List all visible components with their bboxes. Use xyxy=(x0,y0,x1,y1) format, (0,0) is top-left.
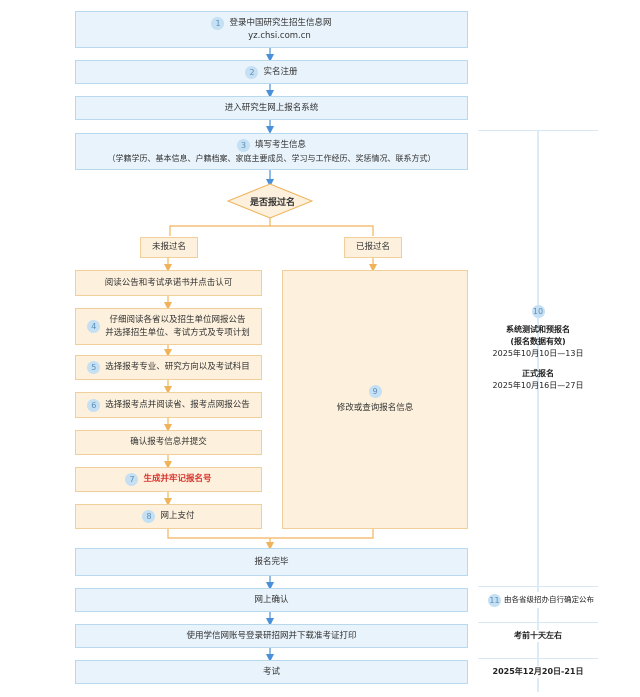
step-number: 9 xyxy=(368,384,382,398)
formal-registration-title: 正式报名 xyxy=(522,369,554,378)
step-title: 生成并牢记报名号 xyxy=(143,474,212,484)
side-divider xyxy=(478,586,598,587)
step-number: 4 xyxy=(87,320,101,333)
step-number: 1 xyxy=(211,16,225,30)
online-confirm-note: 由各省级招办自行确定公布 xyxy=(504,595,594,604)
not-registered-label: 未报过名 xyxy=(140,237,198,258)
branch-label-text: 已报过名 xyxy=(355,242,390,252)
step-online-confirm-box: 网上确认 xyxy=(75,588,468,612)
step-login-box: 1 登录中国研究生招生信息网 yz.chsi.com.cn xyxy=(75,11,468,48)
step-title: 实名注册 xyxy=(263,66,298,77)
step-select-site-box: 6 选择报考点并阅读省、报考点网报公告 xyxy=(75,392,262,418)
step-title: 修改或查询报名信息 xyxy=(336,402,414,413)
step-number: 10 xyxy=(531,305,545,318)
step-number: 5 xyxy=(87,361,101,374)
website-url: yz.chsi.com.cn xyxy=(248,30,311,41)
step-line2: 并选择招生单位、考试方式及专项计划 xyxy=(105,327,250,338)
read-notice-box: 阅读公告和考试承诺书并点击认可 xyxy=(75,270,262,296)
formal-registration-date: 2025年10月16日—27日 xyxy=(492,381,584,390)
test-registration-note: (报名数据有效) xyxy=(510,337,566,346)
registration-schedule: 10 系统测试和预报名 (报名数据有效) 2025年10月10日—13日 正式报… xyxy=(478,305,598,392)
exam-date: 2025年12月20日-21日 xyxy=(478,666,598,678)
step-title: 进入研究生网上报名系统 xyxy=(224,102,319,113)
side-divider xyxy=(478,130,598,131)
step-title: 选择报考专业、研究方向以及考试科目 xyxy=(105,362,250,372)
step-title: 报名完毕 xyxy=(254,556,289,567)
decision-label: 是否报过名 xyxy=(250,198,296,208)
step-register-box: 2 实名注册 xyxy=(75,60,468,84)
side-divider xyxy=(478,622,598,623)
print-ticket-time: 考前十天左右 xyxy=(478,630,598,642)
step-modify-query-box: 9 修改或查询报名信息 xyxy=(282,270,468,529)
step-number: 8 xyxy=(142,510,156,523)
step-payment-box: 8 网上支付 xyxy=(75,504,262,529)
online-confirm-time: 11 由各省级招办自行确定公布 xyxy=(478,592,604,608)
step-line1: 仔细阅读各省以及招生单位网报公告 xyxy=(109,314,246,325)
step-title: 登录中国研究生招生信息网 xyxy=(229,17,332,28)
decision-diamond xyxy=(226,183,314,219)
step-title: 填写考生信息 xyxy=(254,139,306,150)
step-title: 网上支付 xyxy=(160,511,195,521)
step-number: 2 xyxy=(245,65,259,79)
registered-label: 已报过名 xyxy=(344,237,402,258)
step-enter-system-box: 进入研究生网上报名系统 xyxy=(75,96,468,120)
side-divider xyxy=(478,658,598,659)
step-detail: （学籍学历、基本信息、户籍档案、家庭主要成员、学习与工作经历、奖惩情况、联系方式… xyxy=(107,153,436,163)
confirm-submit-box: 确认报考信息并提交 xyxy=(75,430,262,455)
step-exam-box: 考试 xyxy=(75,660,468,684)
step-title: 考试 xyxy=(262,666,280,677)
branch-label-text: 未报过名 xyxy=(151,242,186,252)
step-title: 网上确认 xyxy=(254,594,289,605)
step-number: 11 xyxy=(488,593,501,607)
step-title: 阅读公告和考试承诺书并点击认可 xyxy=(104,277,233,288)
step-title: 选择报考点并阅读省、报考点网报公告 xyxy=(105,399,250,410)
step-select-major-box: 5 选择报考专业、研究方向以及考试科目 xyxy=(75,355,262,380)
test-registration-date: 2025年10月10日—13日 xyxy=(492,349,584,358)
step-select-unit-box: 4 仔细阅读各省以及招生单位网报公告 并选择招生单位、考试方式及专项计划 xyxy=(75,308,262,345)
step-generate-number-box: 7 生成并牢记报名号 xyxy=(75,467,262,492)
step-fill-info-box: 3 填写考生信息 （学籍学历、基本信息、户籍档案、家庭主要成员、学习与工作经历、奖… xyxy=(75,133,468,170)
step-number: 6 xyxy=(87,398,101,412)
step-title: 使用学信网账号登录研招网并下载准考证打印 xyxy=(186,630,357,641)
step-done-box: 报名完毕 xyxy=(75,548,468,576)
test-registration-title: 系统测试和预报名 xyxy=(506,325,570,334)
step-number: 3 xyxy=(236,138,250,152)
step-number: 7 xyxy=(125,473,139,486)
step-print-ticket-box: 使用学信网账号登录研招网并下载准考证打印 xyxy=(75,624,468,648)
step-title: 确认报考信息并提交 xyxy=(130,437,207,447)
